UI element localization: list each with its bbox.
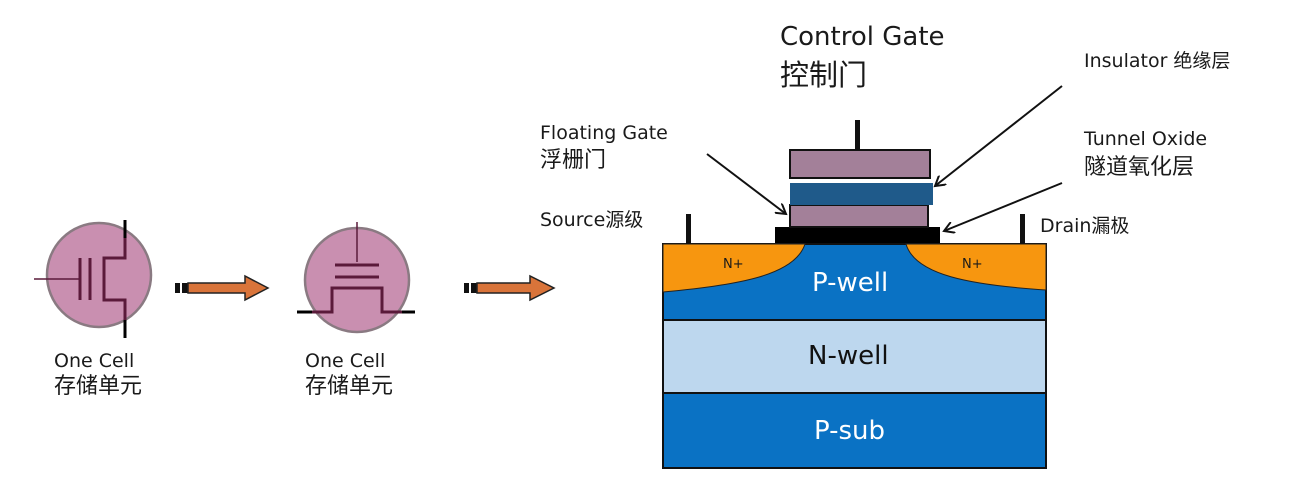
tunnel-oxide-pointer: [944, 182, 1063, 231]
control-gate-contact: [855, 120, 860, 150]
source-contact: [686, 214, 691, 244]
arrow-icon: [464, 274, 556, 302]
n-well-label: N-well: [808, 341, 889, 371]
control-gate-label-cn: 控制门: [780, 58, 868, 92]
n-plus-right-label: N+: [962, 257, 983, 272]
source-label: Source源级: [540, 209, 644, 231]
p-well-label: P-well: [812, 268, 889, 298]
floating-gate-layer: [789, 204, 929, 228]
channel-path: [310, 286, 404, 314]
n-plus-left-region: [662, 243, 806, 293]
control-gate-label-en: Control Gate: [780, 22, 945, 52]
insulator-pointer: [935, 85, 1063, 186]
n-plus-left-label: N+: [723, 257, 744, 272]
cell-1-circle: [45, 221, 153, 329]
cell-2-symbol: [297, 222, 415, 334]
floating-gate-label-en: Floating Gate: [540, 122, 668, 144]
cell-1-label-cn: 存储单元: [54, 374, 143, 399]
channel-path: [102, 235, 127, 325]
drain-contact: [1020, 214, 1025, 244]
drain-label: Drain漏极: [1040, 215, 1130, 237]
cell-1-symbol: [34, 220, 153, 338]
control-gate-layer: [789, 149, 931, 179]
floating-gate-pointer: [706, 153, 786, 214]
n-well-layer: [662, 319, 1047, 394]
insulator-layer: [790, 183, 933, 205]
tunnel-oxide-layer: [775, 227, 940, 243]
tunnel-oxide-label-en: Tunnel Oxide: [1084, 128, 1208, 150]
tunnel-oxide-label-cn: 隧道氧化层: [1084, 155, 1195, 180]
cell-1-label-en: One Cell: [54, 350, 135, 372]
cell-2-label-cn: 存储单元: [305, 374, 394, 399]
transistor-cross-section: [662, 120, 1047, 469]
arrow-icon: [175, 274, 270, 302]
p-sub-label: P-sub: [814, 416, 886, 446]
floating-gate-label-cn: 浮栅门: [540, 148, 607, 173]
insulator-label: Insulator 绝缘层: [1084, 50, 1231, 72]
n-plus-right-region: [905, 243, 1047, 291]
cell-2-label-en: One Cell: [305, 350, 386, 372]
p-sub-layer: [662, 392, 1047, 469]
